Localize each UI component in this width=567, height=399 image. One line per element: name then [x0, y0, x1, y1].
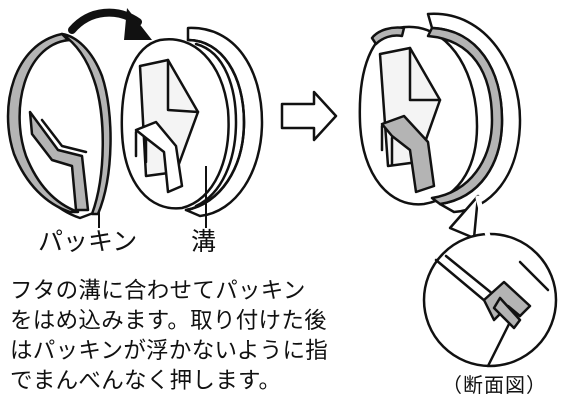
hollow-right-arrow-icon — [280, 90, 338, 142]
assembled-lid-drawing — [358, 12, 522, 214]
instruction-line: フタの溝に合わせてパッキン — [10, 278, 306, 304]
cross-section-callout — [422, 194, 558, 368]
groove-label: 溝 — [191, 227, 217, 256]
packing-seal-drawing — [6, 32, 112, 220]
instruction-text: フタの溝に合わせてパッキン をはめ込みます。取り付けた後 はパッキンが浮かないよ… — [10, 276, 328, 396]
instruction-line: をはめ込みます。取り付けた後 — [10, 308, 327, 334]
packing-label: パッキン — [38, 227, 138, 256]
lid-drawing — [120, 26, 264, 218]
curved-arrow-icon — [68, 8, 152, 40]
section-view-caption: （断面図） — [442, 373, 547, 397]
instruction-line: でまんべんなく押します。 — [10, 368, 282, 394]
instruction-line: はパッキンが浮かないように指 — [10, 338, 329, 364]
